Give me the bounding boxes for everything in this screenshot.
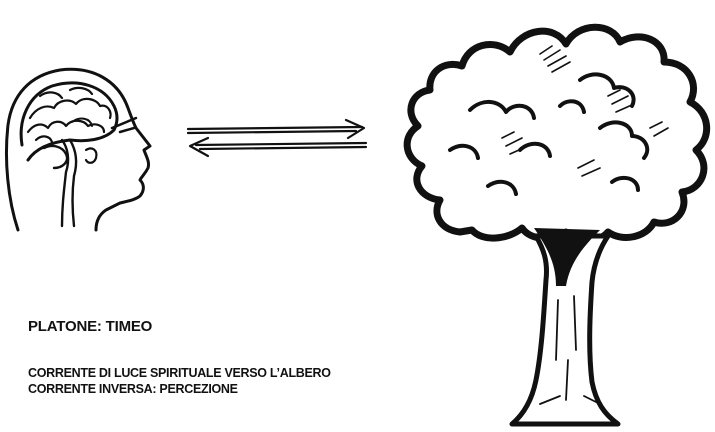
arrow-toward-head xyxy=(188,136,368,158)
diagram-title: PLATONE: TIMEO xyxy=(28,318,153,335)
caption-line-1: CORRENTE DI LUCE SPIRITUALE VERSO L’ALBE… xyxy=(28,366,331,380)
head-profile-with-brain-icon xyxy=(4,67,152,232)
arrow-toward-tree xyxy=(186,118,366,140)
double-opposing-arrows-icon xyxy=(186,118,368,158)
tree-icon xyxy=(403,23,711,427)
tree-canopy xyxy=(403,23,711,245)
caption-line-2: CORRENTE INVERSA: PERCEZIONE xyxy=(28,382,238,396)
tree-trunk xyxy=(509,233,621,427)
